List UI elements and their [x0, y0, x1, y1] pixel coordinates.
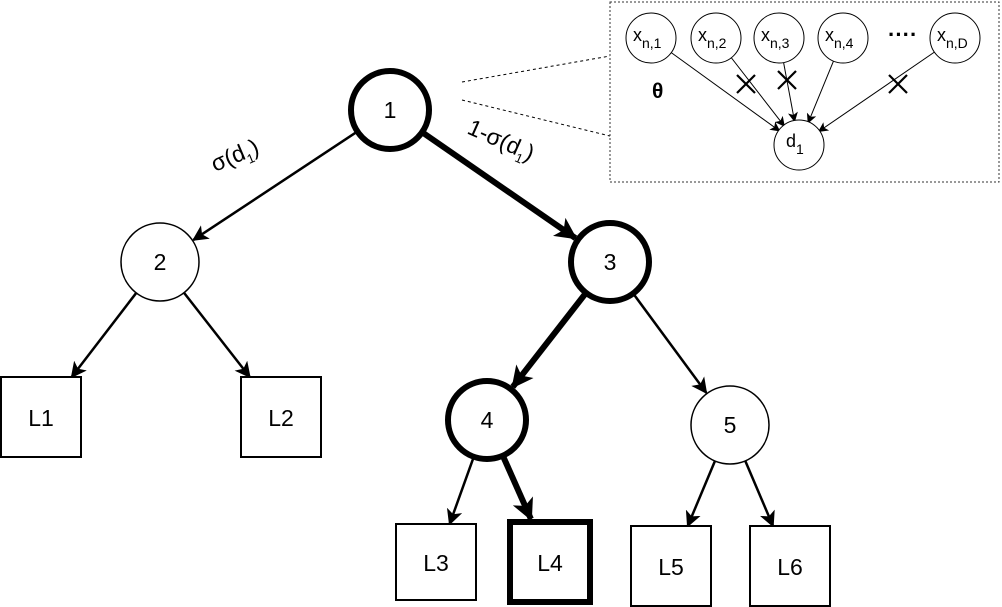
edge-n3-n5: [633, 294, 708, 395]
inset-nodes: xn,1 xn,2 xn,3 xn,4 xn,D d1: [625, 12, 981, 171]
node-2-circle: [120, 222, 200, 302]
inset-edge-5: [817, 51, 935, 132]
input-node-3-circle: [753, 12, 805, 64]
leaf-L3-label: L3: [423, 550, 449, 576]
node-3-label: 3: [604, 249, 617, 275]
input-node-1-label: xn,1: [633, 25, 662, 51]
masked-cross-icon: [777, 70, 797, 90]
leaf-L1-box: [0, 376, 82, 458]
edge-n2-L2: [183, 291, 251, 379]
edge-n1-n2: [192, 131, 357, 241]
inset-panel: xn,1 xn,2 xn,3 xn,4 xn,D d1 ···· θ: [609, 1, 1000, 183]
edge-n3-n4: [510, 292, 588, 389]
input-node-1-circle: [625, 12, 677, 64]
inset-edges: [670, 51, 935, 132]
input-node-4-circle: [817, 12, 869, 64]
callout-line-bottom: [461, 99, 611, 137]
node-1-label: 1: [384, 97, 397, 123]
input-node-5-circle: [929, 12, 981, 64]
inset-edge-2: [730, 57, 785, 127]
input-node-2-label: xn,2: [698, 25, 727, 51]
input-node-2-circle: [690, 12, 742, 64]
edge-n2-L1: [70, 292, 138, 379]
leaf-L2-label: L2: [268, 405, 294, 431]
decision-node-circle: [773, 119, 825, 171]
leaf-L3-box: [395, 523, 477, 601]
leaf-L5-box: [630, 525, 712, 607]
input-node-5-label: xn,D: [937, 25, 968, 51]
edge-label-left-prefix: σ(d: [207, 139, 249, 176]
leaf-L4-label: L4: [537, 550, 563, 576]
decision-node-label: d1: [786, 131, 804, 157]
leaf-L2-box: [240, 376, 322, 458]
masked-cross-icon: [736, 74, 756, 94]
node-4-circle: [445, 378, 529, 462]
leaf-L1-label: L1: [28, 405, 54, 431]
inset-edge-4: [806, 60, 834, 124]
node-4-label: 4: [481, 407, 494, 433]
edge-label-right-prefix: 1-σ(d: [464, 114, 525, 160]
tree-edges: [70, 130, 775, 528]
node-1-circle: [348, 68, 432, 152]
inset-edge-1: [670, 52, 781, 132]
edge-n5-L6: [744, 460, 775, 528]
input-node-3-label: xn,3: [761, 25, 790, 51]
callout-line-top: [461, 55, 611, 83]
leaf-L6-box: [749, 525, 831, 607]
inset-edge-3: [783, 62, 798, 123]
leaf-L6-label: L6: [777, 554, 803, 580]
edge-n4-L3: [446, 458, 475, 526]
leaf-L5-label: L5: [658, 554, 684, 580]
node-2-label: 2: [154, 249, 167, 275]
theta-label: θ: [652, 80, 663, 103]
node-5-circle: [690, 385, 770, 465]
edge-n1-n3: [422, 130, 578, 241]
edge-n4-L4: [500, 456, 534, 522]
edge-label-left: σ(d1): [207, 133, 264, 180]
input-node-4-label: xn,4: [825, 25, 854, 51]
leaf-L4-box: [507, 519, 593, 605]
node-5-label: 5: [724, 412, 737, 438]
edge-label-right: 1-σ(d1): [462, 114, 538, 170]
edge-n5-L5: [685, 460, 717, 528]
masked-cross-icon: [888, 74, 908, 94]
inset-ellipsis: ····: [888, 22, 917, 47]
node-3-circle: [568, 220, 652, 304]
